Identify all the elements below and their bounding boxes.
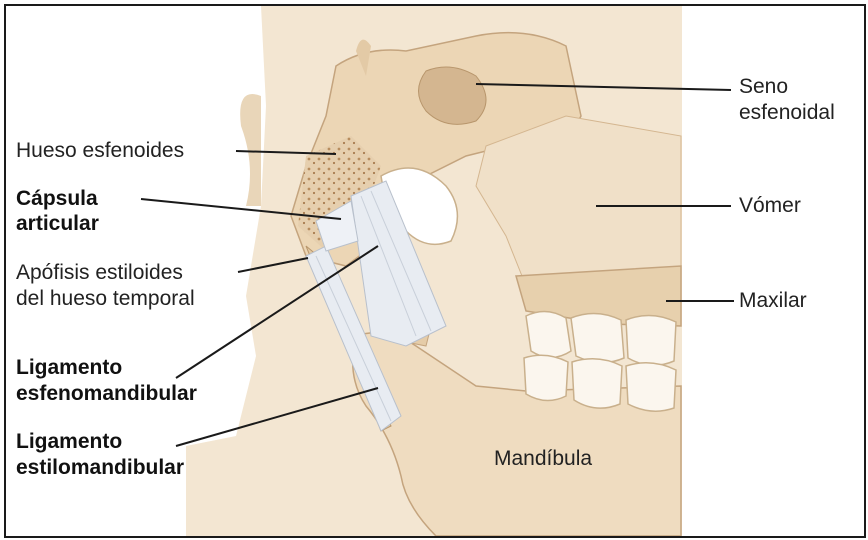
label-capsula-line1: Cápsula: [16, 186, 98, 211]
label-seno-line2: esfenoidal: [739, 100, 835, 125]
label-lig-estilo-line1: Ligamento: [16, 429, 122, 454]
label-lig-esfeno-line2: esfenomandibular: [16, 381, 197, 406]
label-vomer: Vómer: [739, 193, 801, 218]
label-lig-esfeno-line1: Ligamento: [16, 355, 122, 380]
label-apofisis-line1: Apófisis estiloides: [16, 260, 183, 285]
temporal-region: [240, 94, 261, 206]
label-lig-estilo-line2: estilomandibular: [16, 455, 184, 480]
label-apofisis-line2: del hueso temporal: [16, 286, 195, 311]
label-mandibula: Mandíbula: [494, 446, 592, 471]
label-seno-line1: Seno: [739, 74, 788, 99]
label-hueso-esfenoides: Hueso esfenoides: [16, 138, 184, 163]
label-maxilar: Maxilar: [739, 288, 807, 313]
label-capsula-line2: articular: [16, 211, 99, 236]
figure-frame: Hueso esfenoides Cápsula articular Apófi…: [4, 4, 866, 538]
